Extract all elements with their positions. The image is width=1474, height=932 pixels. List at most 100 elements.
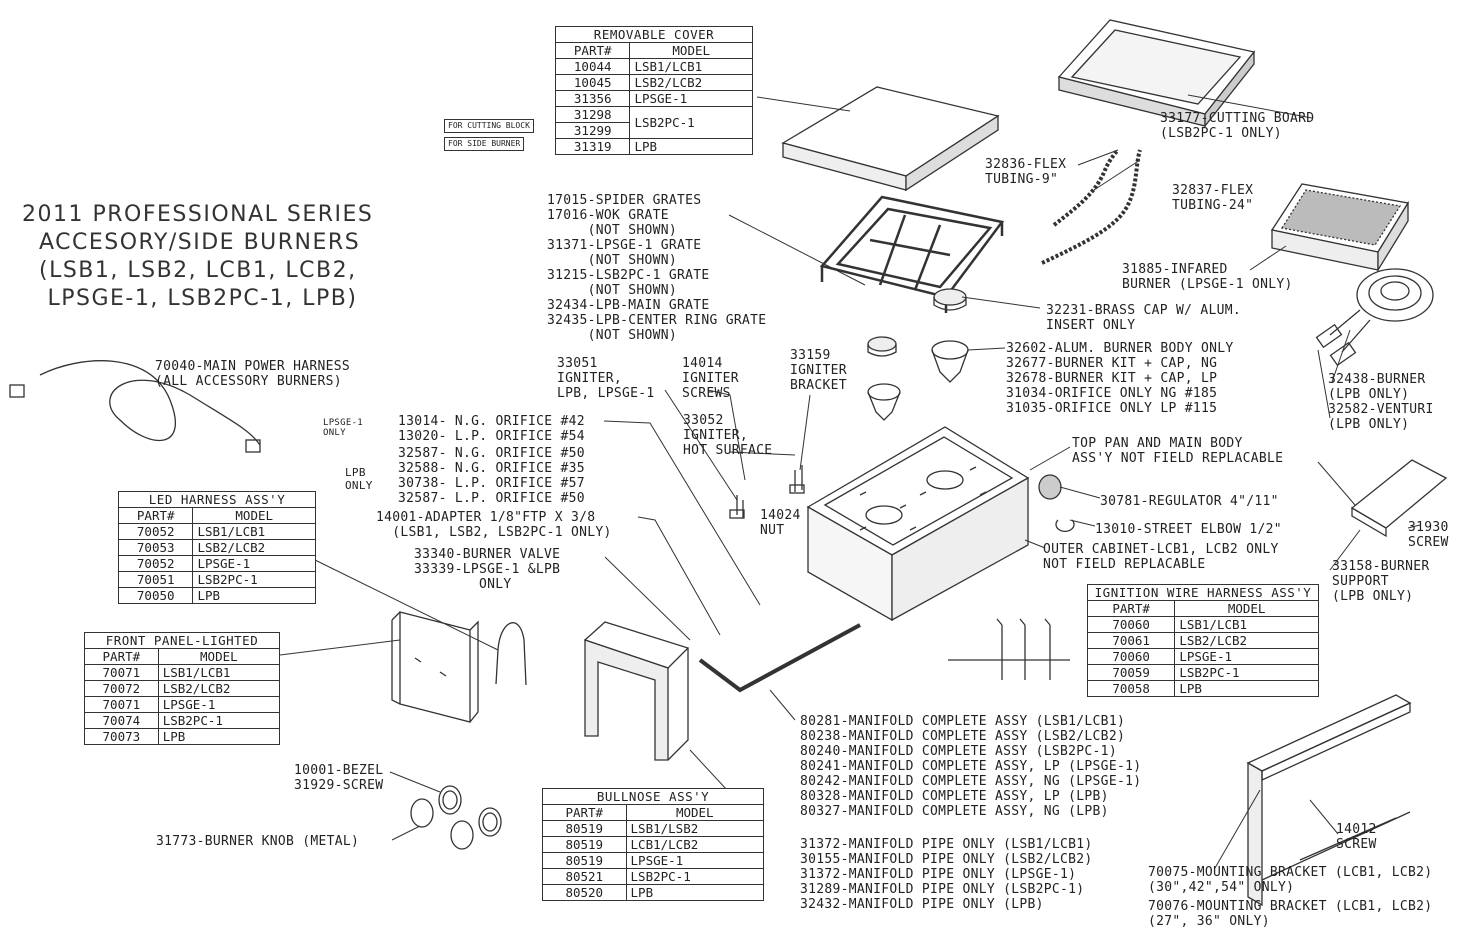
model: LSB1/LCB1 xyxy=(157,664,281,681)
diagram-title: 2011 PROFESSIONAL SERIES ACCESORY/SIDE B… xyxy=(22,201,373,313)
removable-cover-illustration xyxy=(781,86,1000,192)
part-number: 70052 xyxy=(117,555,194,572)
outer-cabinet-label: OUTER CABINET-LCB1, LCB2 ONLY NOT FIELD … xyxy=(1043,542,1279,572)
igniter-bracket-label: 33159 IGNITER BRACKET xyxy=(790,348,847,393)
cutting-board-illustration xyxy=(1057,19,1256,128)
nut-label: 14024 NUT xyxy=(760,508,801,538)
model: LSB2/LCB2 xyxy=(629,74,753,91)
part-number: 31319 xyxy=(554,138,631,155)
part-number: 70059 xyxy=(1086,664,1176,681)
model: LPB xyxy=(192,587,316,604)
regulator-illustration xyxy=(1038,474,1075,532)
model: LSB2PC-1 xyxy=(192,571,316,588)
screw-14012-label: 14012 SCREW xyxy=(1336,822,1377,852)
part-number: 80520 xyxy=(542,884,627,901)
lpb-orifice-label: 32587- N.G. ORIFICE #50 32588- N.G. ORIF… xyxy=(398,446,585,506)
model: LPB xyxy=(629,138,753,155)
model: LSB2PC-1 xyxy=(625,868,765,885)
part-number: 70051 xyxy=(117,571,194,588)
column-header: PART# xyxy=(542,804,627,821)
model: LSB2/LCB2 xyxy=(157,680,281,697)
leader-lines xyxy=(279,94,1421,869)
ignition-harness-table: IGNITION WIRE HARNESS ASS'Y PART#MODEL 7… xyxy=(1086,584,1319,697)
column-header: PART# xyxy=(84,648,159,665)
cutting-board-label: 33177-CUTTING BOARD (LSB2PC-1 ONLY) xyxy=(1160,111,1315,141)
title-line-3: (LSB1, LSB2, LCB1, LCB2, xyxy=(22,258,357,283)
column-header: MODEL xyxy=(629,42,753,59)
model: LSB2PC-1 xyxy=(1174,664,1319,681)
ignition-harness-illustration xyxy=(948,618,1070,680)
burner-knob-illustration xyxy=(410,785,502,850)
burner-support-label: 33158-BURNER SUPPORT (LPB ONLY) xyxy=(1332,559,1430,604)
table-caption: REMOVABLE COVER xyxy=(555,26,753,43)
part-number: 80519 xyxy=(542,836,627,853)
title-line-2: ACCESORY/SIDE BURNERS xyxy=(22,230,361,255)
part-number: 10044 xyxy=(554,58,631,75)
mounting-bracket-70075-label: 70075-MOUNTING BRACKET (LCB1, LCB2) (30"… xyxy=(1148,865,1433,895)
flex-tubing-9-label: 32836-FLEX TUBING-9" xyxy=(985,157,1067,187)
manifold-complete-label: 80281-MANIFOLD COMPLETE ASSY (LSB1/LCB1)… xyxy=(800,714,1142,819)
model: LSB2/LCB2 xyxy=(192,539,316,556)
igniter-screws-label: 14014 IGNITER SCREWS xyxy=(682,356,739,401)
model: LSB1/LCB1 xyxy=(629,58,753,75)
title-line-4: LPSGE-1, LSB2PC-1, LPB) xyxy=(22,286,358,311)
part-number: 70073 xyxy=(84,728,159,745)
title-line-1: 2011 PROFESSIONAL SERIES xyxy=(22,202,374,227)
grates-label: 17015-SPIDER GRATES 17016-WOK GRATE (NOT… xyxy=(547,193,767,343)
part-number: 31298 xyxy=(554,106,631,123)
column-header: MODEL xyxy=(625,804,765,821)
manifold-pipe-illustration xyxy=(698,623,861,693)
table-caption: IGNITION WIRE HARNESS ASS'Y xyxy=(1087,584,1319,601)
table-caption: BULLNOSE ASS'Y xyxy=(542,788,764,805)
street-elbow-label: 13010-STREET ELBOW 1/2" xyxy=(1095,522,1282,537)
burner-support-illustration xyxy=(1350,459,1448,538)
part-number: 31299 xyxy=(554,122,631,139)
burner-body-label: 32602-ALUM. BURNER BODY ONLY 32677-BURNE… xyxy=(1006,341,1234,416)
part-number: 70050 xyxy=(117,587,194,604)
lpb-burner-label: 32438-BURNER (LPB ONLY) 32582-VENTURI (L… xyxy=(1328,372,1434,432)
cutting-block-note: FOR CUTTING BLOCK xyxy=(444,119,534,133)
screw-31930-label: 31930 SCREW xyxy=(1408,520,1449,550)
regulator-label: 30781-REGULATOR 4"/11" xyxy=(1100,494,1279,509)
column-header: MODEL xyxy=(157,648,281,665)
column-header: MODEL xyxy=(192,507,316,524)
power-harness-illustration xyxy=(9,360,261,453)
part-number: 70072 xyxy=(84,680,159,697)
model: LSB1/LSB2 xyxy=(625,820,765,837)
manifold-pipe-label: 31372-MANIFOLD PIPE ONLY (LSB1/LCB1) 301… xyxy=(800,837,1093,912)
igniter-illustration xyxy=(729,465,805,519)
mounting-bracket-illustration xyxy=(1246,694,1412,907)
table-caption: FRONT PANEL-LIGHTED xyxy=(84,632,280,649)
burner-knob-label: 31773-BURNER KNOB (METAL) xyxy=(156,834,360,849)
flex-tubing-24-label: 32837-FLEX TUBING-24" xyxy=(1172,183,1254,213)
model: LSB2PC-1 xyxy=(629,106,753,139)
part-number: 10045 xyxy=(554,74,631,91)
bezel-label: 10001-BEZEL 31929-SCREW xyxy=(294,763,384,793)
part-number: 80519 xyxy=(542,852,627,869)
infrared-burner-illustration xyxy=(1270,183,1410,273)
main-power-harness-label: 70040-MAIN POWER HARNESS (ALL ACCESSORY … xyxy=(155,359,351,389)
igniter-lpb-label: 33051 IGNITER, LPB, LPSGE-1 xyxy=(557,356,655,401)
part-number: 70053 xyxy=(117,539,194,556)
column-header: PART# xyxy=(1086,600,1176,617)
infrared-burner-label: 31885-INFARED BURNER (LPSGE-1 ONLY) xyxy=(1122,262,1293,292)
